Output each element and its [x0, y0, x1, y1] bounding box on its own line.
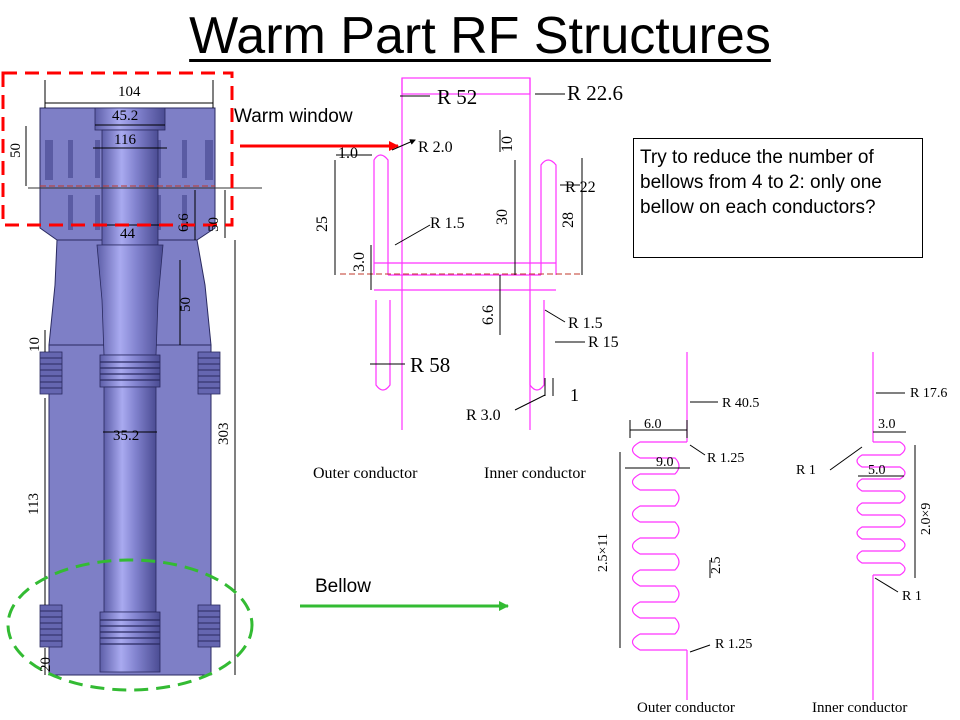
- win-dim-r1-5-a: R 1.5: [430, 215, 465, 232]
- win-dim-r22-6: R 22.6: [567, 81, 623, 105]
- ib-dim-3-0: 3.0: [878, 417, 896, 432]
- cad-dim-10: 10: [27, 337, 43, 352]
- win-outer-conductor-label: Outer conductor: [313, 465, 418, 482]
- win-dim-r3-0: R 3.0: [466, 407, 501, 424]
- ib-dim-5-0: 5.0: [868, 463, 886, 478]
- ob-dim-2-5: 2.5: [709, 557, 724, 575]
- bellow-highlight-ellipse: [6, 558, 254, 692]
- win-dim-1-0: 1.0: [338, 145, 358, 162]
- win-dim-1: 1: [570, 385, 579, 405]
- cad-model: [28, 107, 262, 676]
- warm-window-label: Warm window: [234, 106, 353, 127]
- slide-title: Warm Part RF Structures: [189, 7, 771, 65]
- win-dim-25: 25: [314, 216, 331, 232]
- cad-dim-116: 116: [114, 132, 136, 148]
- ib-dim-r1-a: R 1: [796, 463, 816, 478]
- ob-dim-r40-5: R 40.5: [722, 396, 759, 411]
- cad-dim-50-b: 50: [206, 217, 222, 232]
- cad-dim-35-2: 35.2: [113, 428, 139, 444]
- win-dim-r15: R 15: [588, 334, 619, 351]
- ob-dim-9-0: 9.0: [656, 455, 674, 470]
- window-dimension-lines: [334, 93, 585, 411]
- win-inner-conductor-label: Inner conductor: [484, 465, 586, 482]
- note-box: Try to reduce the number of bellows from…: [633, 138, 923, 258]
- win-dim-28: 28: [560, 212, 577, 228]
- win-dim-r52: R 52: [437, 85, 477, 109]
- ob-dim-r1-25-a: R 1.25: [707, 451, 744, 466]
- win-dim-r2-0: R 2.0: [418, 139, 453, 156]
- cad-dimension-lines: [25, 80, 236, 675]
- ib-dim-r17-6: R 17.6: [910, 386, 947, 401]
- ib-inner-conductor-label: Inner conductor: [812, 700, 907, 716]
- win-dim-30: 30: [494, 209, 511, 225]
- cad-dim-6-6: 6.6: [176, 213, 192, 232]
- cad-dim-104: 104: [118, 84, 141, 100]
- cad-dim-20: 20: [38, 657, 54, 672]
- win-dim-3-0: 3.0: [351, 252, 368, 272]
- ob-dim-6-0: 6.0: [644, 417, 662, 432]
- inner-bellow-dimension-lines: [829, 392, 916, 593]
- cad-dim-44: 44: [120, 226, 136, 242]
- win-dim-r58: R 58: [410, 353, 450, 377]
- win-dim-r22: R 22: [565, 179, 596, 196]
- cad-dim-50-c: 50: [178, 297, 194, 312]
- ob-dim-r1-25-b: R 1.25: [715, 637, 752, 652]
- cad-dim-113: 113: [26, 493, 42, 515]
- cad-dim-50-a: 50: [8, 143, 24, 158]
- outer-bellow-dimension-lines: [619, 401, 718, 653]
- ob-outer-conductor-label: Outer conductor: [637, 700, 735, 716]
- cad-dim-45-2: 45.2: [112, 108, 138, 124]
- ib-dim-2-0x9: 2.0×9: [919, 503, 934, 535]
- ib-dim-r1-b: R 1: [902, 589, 922, 604]
- win-dim-10: 10: [499, 136, 516, 152]
- bellow-label: Bellow: [315, 576, 371, 597]
- warm-window-highlight-box: [1, 71, 234, 227]
- warm-window-drawing: [373, 77, 557, 430]
- win-dim-6-6: 6.6: [480, 305, 497, 325]
- ob-dim-2-5x11: 2.5×11: [596, 533, 611, 572]
- win-dim-r1-5-b: R 1.5: [568, 315, 603, 332]
- cad-dim-303: 303: [216, 423, 232, 446]
- inner-bellow-drawing: [856, 352, 906, 700]
